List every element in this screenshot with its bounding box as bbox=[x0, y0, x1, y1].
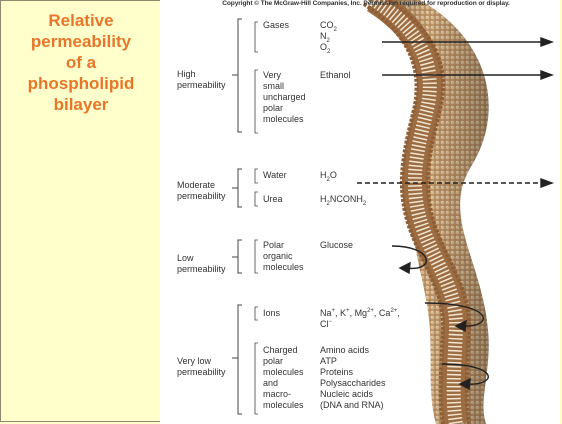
group-label: molecules bbox=[263, 262, 304, 273]
group-label: Gases bbox=[263, 20, 289, 31]
bracket-moderate bbox=[232, 169, 242, 207]
category-label: Low bbox=[177, 253, 226, 264]
copyright-notice: Copyright © The McGraw-Hill Companies, I… bbox=[181, 0, 551, 7]
category-high: High permeability bbox=[177, 69, 226, 91]
arrowhead-glucose bbox=[400, 263, 410, 273]
category-brackets bbox=[232, 19, 242, 414]
group-label: molecules bbox=[263, 114, 306, 125]
title-line: Relative bbox=[4, 10, 158, 31]
arrowhead-water bbox=[541, 179, 552, 187]
molecules-water: H2O bbox=[320, 170, 337, 181]
molecules-urea: H2NCONH2 bbox=[320, 194, 366, 205]
molecule: Polysaccharides bbox=[320, 378, 386, 389]
molecule: H2O bbox=[320, 170, 337, 181]
permeability-figure: Copyright © The McGraw-Hill Companies, I… bbox=[160, 0, 560, 424]
molecule: Glucose bbox=[320, 240, 353, 251]
category-label: permeability bbox=[177, 191, 226, 202]
group-label: Urea bbox=[263, 194, 283, 205]
group-label: molecules bbox=[263, 400, 304, 411]
group-small-polar-label: Very small uncharged polar molecules bbox=[263, 70, 306, 125]
category-label: Very low bbox=[177, 356, 226, 367]
group-label: Charged bbox=[263, 345, 304, 356]
arrowhead-gases bbox=[541, 38, 552, 46]
group-brackets bbox=[255, 22, 258, 414]
group-urea-label: Urea bbox=[263, 194, 283, 205]
title-line: phospholipid bbox=[4, 73, 158, 94]
group-label: polar bbox=[263, 356, 304, 367]
category-label: permeability bbox=[177, 367, 226, 378]
group-gases-label: Gases bbox=[263, 20, 289, 31]
group-label: uncharged bbox=[263, 92, 306, 103]
group-label: small bbox=[263, 81, 306, 92]
molecules-charged: Amino acids ATP Proteins Polysaccharides… bbox=[320, 345, 386, 411]
molecule: Nucleic acids bbox=[320, 389, 386, 400]
molecule: Proteins bbox=[320, 367, 386, 378]
molecules-gases: CO2 N2 O2 bbox=[320, 20, 337, 53]
category-label: permeability bbox=[177, 80, 226, 91]
molecule: Cl− bbox=[320, 319, 400, 330]
bracket-charged bbox=[255, 343, 258, 414]
bracket-low bbox=[232, 240, 242, 273]
bracket-high bbox=[232, 19, 242, 132]
molecule: ATP bbox=[320, 356, 386, 367]
group-label: Water bbox=[263, 170, 287, 181]
bracket-small-polar bbox=[255, 70, 258, 133]
category-label: permeability bbox=[177, 264, 226, 275]
group-label: Very bbox=[263, 70, 306, 81]
molecule: H2NCONH2 bbox=[320, 194, 366, 205]
category-low: Low permeability bbox=[177, 253, 226, 275]
molecule: O2 bbox=[320, 42, 337, 53]
group-label: organic bbox=[263, 251, 304, 262]
slide-title: Relative permeability of a phospholipid … bbox=[4, 10, 158, 115]
group-label: and bbox=[263, 378, 304, 389]
group-charged-label: Charged polar molecules and macro- molec… bbox=[263, 345, 304, 411]
group-label: Polar bbox=[263, 240, 304, 251]
category-label: High bbox=[177, 69, 226, 80]
group-ions-label: Ions bbox=[263, 308, 280, 319]
bracket-water bbox=[255, 169, 258, 183]
category-very-low: Very low permeability bbox=[177, 356, 226, 378]
bracket-very-low bbox=[232, 305, 242, 414]
molecule: (DNA and RNA) bbox=[320, 400, 386, 411]
category-label: Moderate bbox=[177, 180, 226, 191]
group-polar-organic-label: Polar organic molecules bbox=[263, 240, 304, 273]
molecule: Amino acids bbox=[320, 345, 386, 356]
molecule: CO2 bbox=[320, 20, 337, 31]
title-line: bilayer bbox=[4, 94, 158, 115]
title-line: of a bbox=[4, 52, 158, 73]
group-label: macro- bbox=[263, 389, 304, 400]
bracket-ions bbox=[255, 307, 258, 320]
molecule: Na+, K+, Mg2+, Ca2+, bbox=[320, 308, 400, 319]
arrowhead-ethanol bbox=[541, 71, 552, 79]
molecules-small-polar: Ethanol bbox=[320, 70, 351, 81]
group-water-label: Water bbox=[263, 170, 287, 181]
bracket-urea bbox=[255, 192, 258, 206]
molecules-ions: Na+, K+, Mg2+, Ca2+, Cl− bbox=[320, 308, 400, 330]
bracket-gases bbox=[255, 22, 258, 52]
group-label: Ions bbox=[263, 308, 280, 319]
category-moderate: Moderate permeability bbox=[177, 180, 226, 202]
group-label: molecules bbox=[263, 367, 304, 378]
molecules-polar-organic: Glucose bbox=[320, 240, 353, 251]
title-line: permeability bbox=[4, 31, 158, 52]
bracket-polar-organic bbox=[255, 240, 258, 273]
group-label: polar bbox=[263, 103, 306, 114]
molecule: Ethanol bbox=[320, 70, 351, 81]
